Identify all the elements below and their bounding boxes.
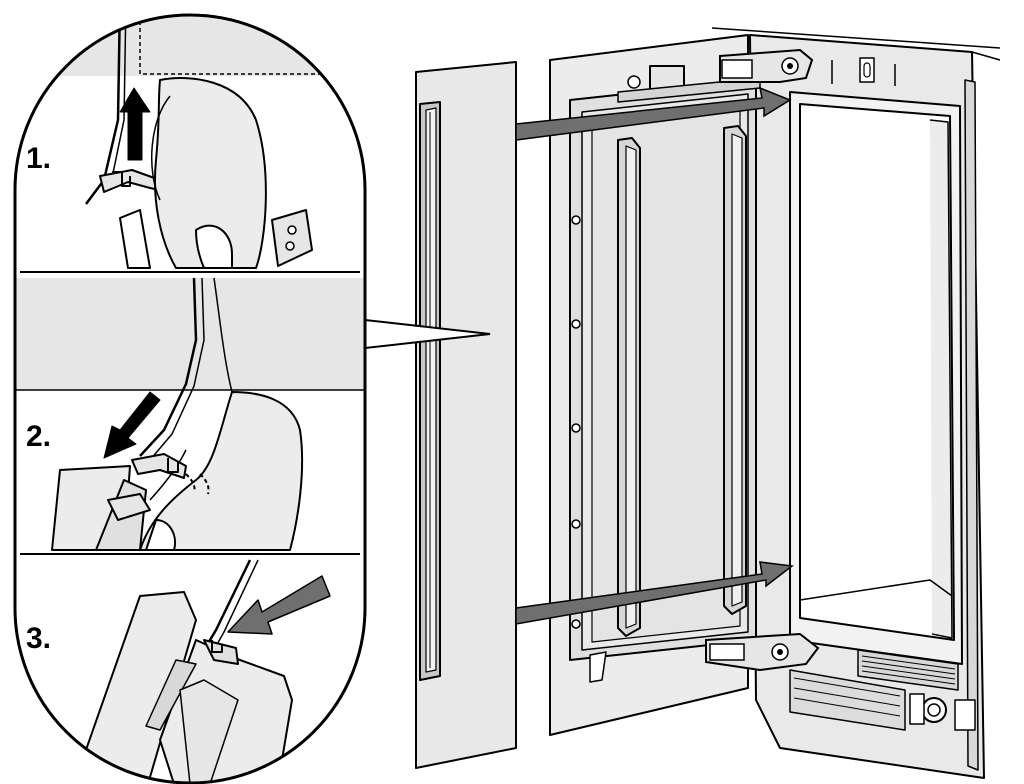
up-arrow-icon [119,87,151,161]
step-2-illustration [15,277,365,551]
callout-leader [364,319,491,349]
step-2-label: 2. [26,420,51,453]
detail-callout: 1. 2. 3. [13,13,367,784]
appliance-door [549,34,761,736]
press-arrow-icon [227,575,331,635]
decor-panel [415,61,517,769]
appliance-cabinet [711,27,1001,779]
step-3-illustration [73,559,331,783]
mounting-arrow-top [515,86,792,141]
step-3-label: 3. [26,622,51,655]
down-arrow-icon [103,391,161,459]
top-hinge [719,48,814,83]
step-1-label: 1. [26,142,51,175]
mounting-arrow-bottom [515,561,794,625]
mounting-arrows [515,86,794,625]
detail-capsule-border [13,13,367,784]
cabinet-interior [799,103,955,641]
vent-grille [857,649,959,691]
gasket-profile [153,77,267,269]
bottom-hinge [705,632,820,672]
